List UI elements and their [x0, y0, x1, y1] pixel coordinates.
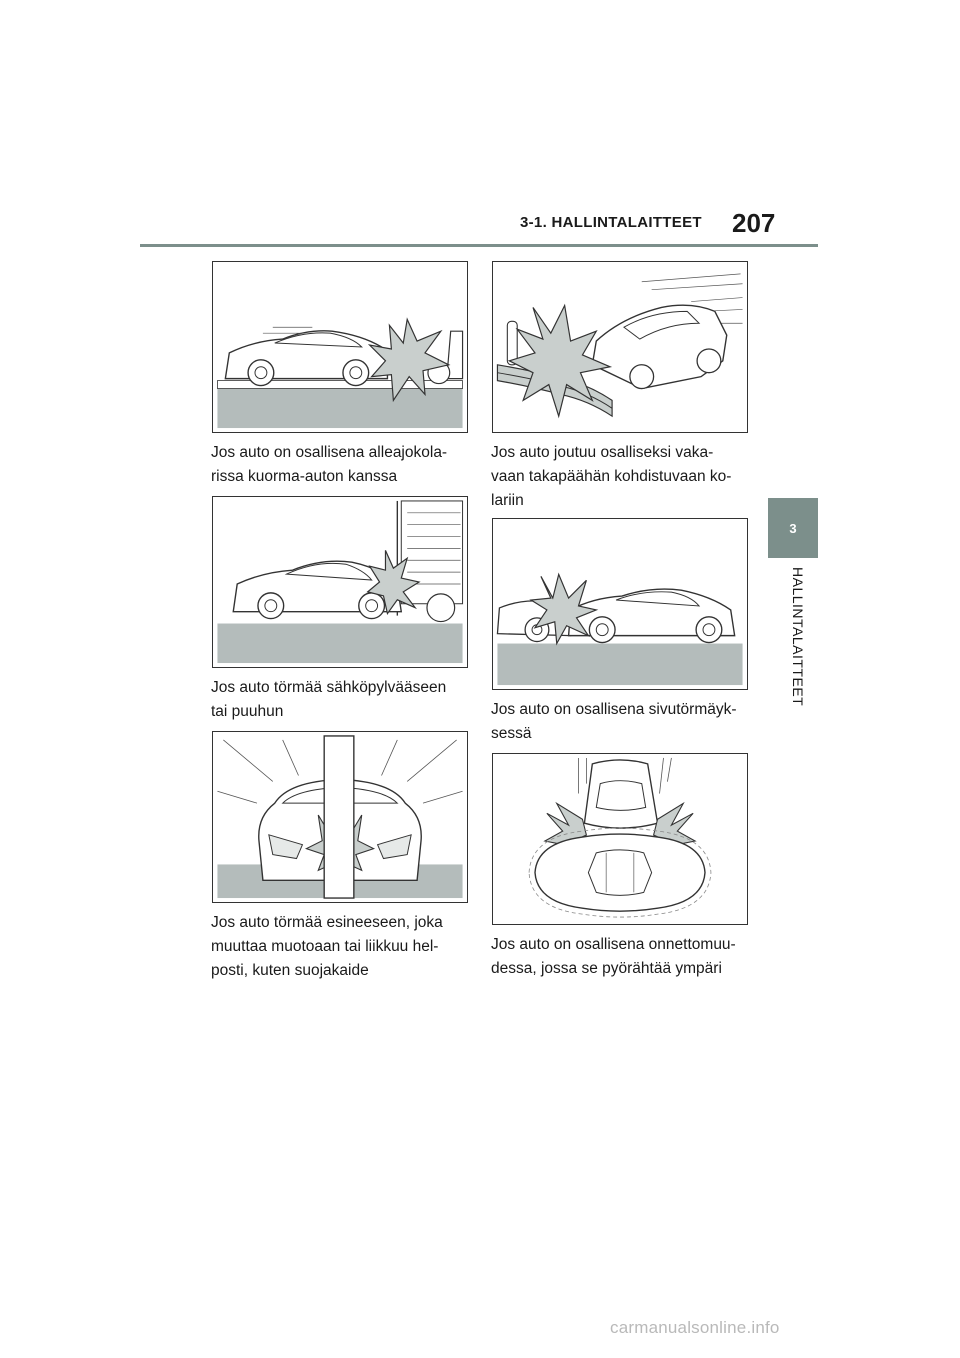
rear-end-illustration	[496, 273, 743, 419]
caption-spin: Jos auto on osallisena onnettomuu- dessa…	[491, 936, 736, 977]
chapter-side-label: HALLINTALAITTEET	[790, 567, 806, 707]
guardrail-illustration	[217, 735, 463, 899]
figure-guardrail-collision	[212, 731, 468, 903]
chapter-tab: 3	[768, 498, 818, 558]
spin-illustration	[528, 757, 712, 918]
figure-pole-collision	[212, 496, 468, 668]
caption-rear-end: Jos auto joutuu osalliseksi vaka- vaan t…	[491, 444, 732, 509]
figure-side-collision	[492, 518, 748, 690]
caption-guardrail: Jos auto törmää esineeseen, joka muuttaa…	[211, 914, 443, 979]
side-collision-illustration	[496, 572, 743, 686]
underride-illustration	[217, 317, 464, 429]
footer-watermark: carmanualsonline.info	[610, 1318, 780, 1337]
caption-side-collision: Jos auto on osallisena sivutörmäyk- sess…	[491, 701, 737, 742]
pole-illustration	[217, 500, 464, 664]
figure-spin-accident	[492, 753, 748, 925]
page-number: 207	[732, 208, 776, 238]
figure-rear-end-collision	[492, 261, 748, 433]
figure-underride-collision	[212, 261, 468, 433]
caption-pole: Jos auto törmää sähköpylvääseen tai puuh…	[211, 679, 447, 720]
caption-underride: Jos auto on osallisena alleajokola- riss…	[211, 444, 448, 485]
chapter-number: 3	[789, 520, 797, 536]
section-title: 3-1. HALLINTALAITTEET	[520, 214, 702, 231]
header-divider	[140, 244, 818, 247]
